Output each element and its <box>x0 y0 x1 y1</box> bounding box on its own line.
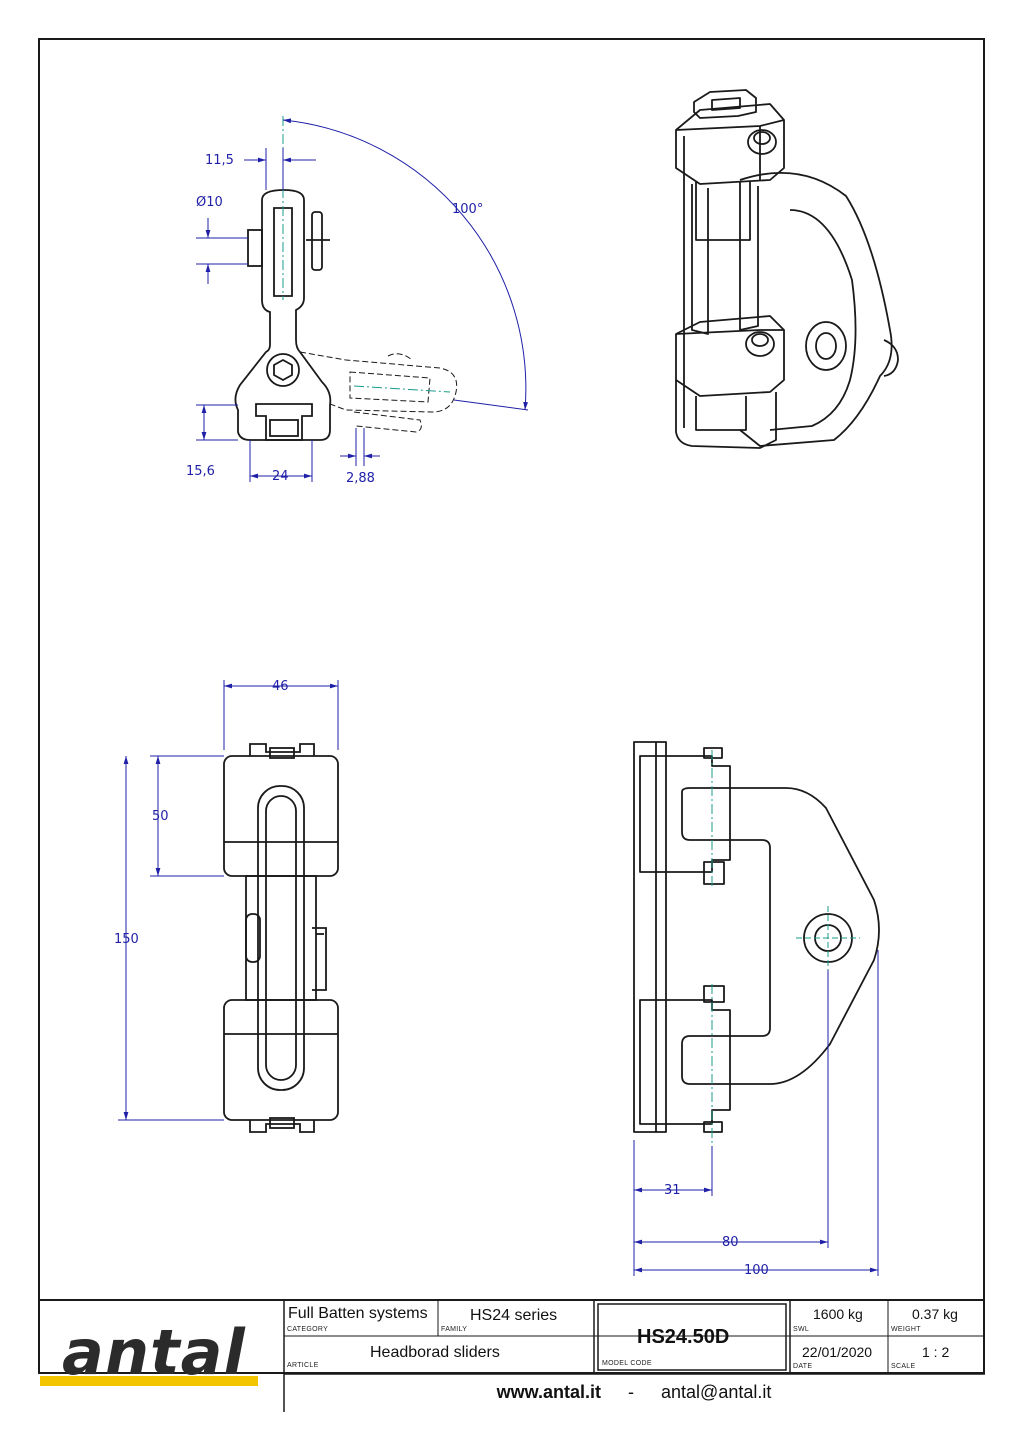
dim-depth-hole: 80 <box>722 1235 739 1250</box>
dim-bore-diameter: Ø10 <box>196 195 223 210</box>
weight-label: WEIGHT <box>891 1326 921 1333</box>
family-value: HS24 series <box>470 1307 558 1324</box>
dim-rail-gap: 2,88 <box>346 471 375 486</box>
category-value: Full Batten systems <box>288 1305 428 1322</box>
title-block-grid <box>38 1299 985 1412</box>
date-value: 22/01/2020 <box>802 1344 873 1360</box>
swl-value: 1600 kg <box>813 1306 863 1322</box>
dim-side-width: 46 <box>272 679 289 694</box>
date-label: DATE <box>793 1363 813 1370</box>
front-view-dimensions <box>118 680 339 1121</box>
scale-value: 1 : 2 <box>922 1344 950 1360</box>
article-label: ARTICLE <box>287 1362 319 1369</box>
email-link[interactable]: antal@antal.it <box>661 1382 772 1402</box>
dim-overall-height: 150 <box>114 932 139 947</box>
front-view <box>223 743 339 1133</box>
dim-top-offset: 11,5 <box>205 153 234 168</box>
logo-accent-bar <box>40 1376 258 1386</box>
rotated-ghost <box>299 351 458 433</box>
model-code-label: MODEL CODE <box>602 1360 652 1367</box>
dim-block-height: 50 <box>152 809 169 824</box>
category-label: CATEGORY <box>287 1326 329 1333</box>
top-view-dimensions <box>196 118 529 482</box>
drawing-frame <box>38 38 985 1374</box>
dim-rotation-angle: 100° <box>452 202 483 217</box>
model-code-value: HS24.50D <box>637 1326 730 1348</box>
contact-line: www.antal.it - antal@antal.it <box>284 1382 984 1403</box>
contact-separator: - <box>628 1382 634 1402</box>
website-link[interactable]: www.antal.it <box>496 1382 601 1402</box>
family-label: FAMILY <box>441 1326 468 1333</box>
dim-depth-pin: 31 <box>664 1183 681 1198</box>
centerline-rotated <box>353 385 451 393</box>
dim-depth-total: 100 <box>744 1263 769 1278</box>
side-view <box>633 741 880 1133</box>
weight-value: 0.37 kg <box>912 1306 958 1322</box>
dim-rail-height: 15,6 <box>186 464 215 479</box>
article-value: Headborad sliders <box>370 1344 500 1361</box>
isometric-view <box>675 89 899 449</box>
swl-label: SWL <box>793 1326 810 1333</box>
scale-label: SCALE <box>891 1363 916 1370</box>
dim-rail-width: 24 <box>272 469 289 484</box>
side-view-dimensions <box>633 950 879 1276</box>
